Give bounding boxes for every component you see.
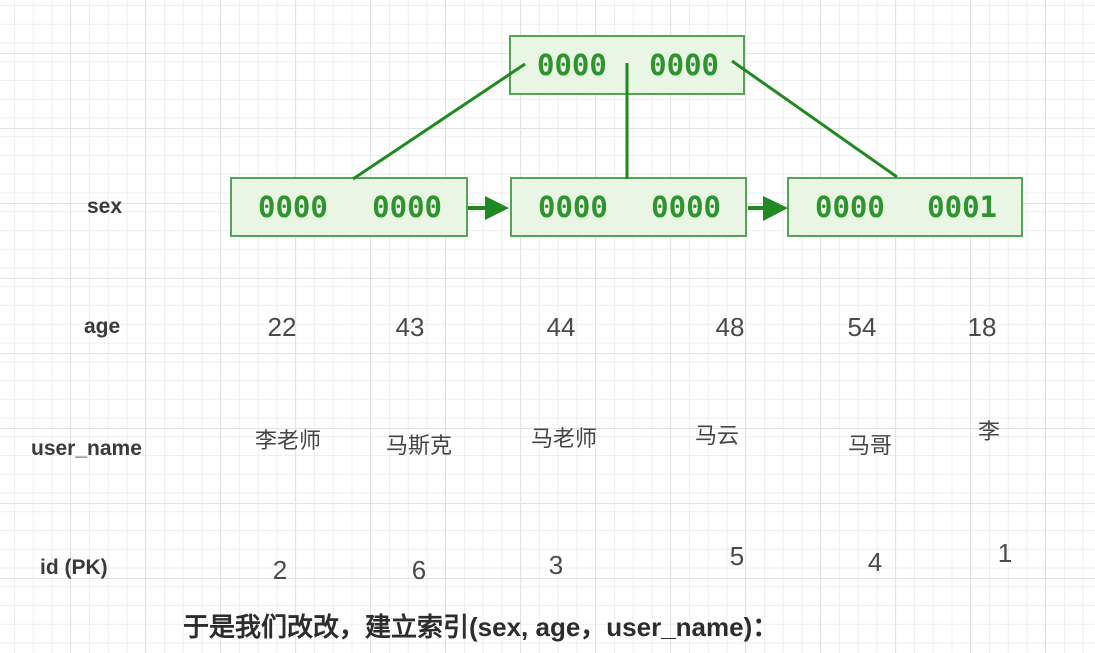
node-byte-sex: 0000 [815, 189, 885, 224]
index-node-leaf-1: 0000 0000 [230, 177, 468, 237]
node-byte-sex: 0000 [537, 47, 607, 82]
id-value: 3 [548, 550, 564, 580]
id-value: 2 [272, 555, 288, 585]
age-value: 18 [967, 312, 997, 342]
age-value: 43 [395, 312, 425, 342]
user-name-value: 李老师 [254, 428, 322, 453]
arrow-right-icon [763, 196, 788, 221]
edge-root-to-leaf3 [731, 59, 898, 179]
row-label-id-pk: id (PK) [40, 556, 108, 579]
age-value: 54 [847, 312, 877, 342]
edge-root-to-leaf1 [352, 62, 526, 181]
age-value: 44 [546, 312, 576, 342]
caption-text: 于是我们改改，建立索引(sex, age，user_name)： [183, 612, 779, 642]
arrow-right-icon [485, 196, 509, 220]
row-label-age: age [84, 315, 121, 338]
user-name-value: 马斯克 [385, 433, 453, 458]
id-value: 1 [997, 538, 1013, 568]
row-label-sex: sex [87, 195, 123, 218]
user-name-value: 李 [977, 419, 1001, 444]
index-node-leaf-3: 0000 0001 [787, 177, 1023, 237]
id-value: 4 [867, 547, 883, 577]
node-byte-age: 0001 [927, 189, 997, 224]
node-byte-age: 0000 [651, 189, 721, 224]
age-value: 48 [715, 312, 745, 342]
user-name-value: 马哥 [847, 433, 893, 458]
node-byte-age: 0000 [649, 47, 719, 82]
id-value: 5 [729, 541, 745, 571]
user-name-value: 马老师 [530, 426, 598, 451]
id-value: 6 [411, 555, 427, 585]
index-node-root: 0000 0000 [509, 35, 745, 95]
node-byte-sex: 0000 [258, 189, 328, 224]
node-byte-age: 0000 [372, 189, 442, 224]
index-node-leaf-2: 0000 0000 [510, 177, 747, 237]
node-byte-sex: 0000 [538, 189, 608, 224]
row-label-user-name: user_name [31, 437, 142, 460]
user-name-value: 马云 [694, 423, 740, 448]
age-value: 22 [267, 312, 297, 342]
